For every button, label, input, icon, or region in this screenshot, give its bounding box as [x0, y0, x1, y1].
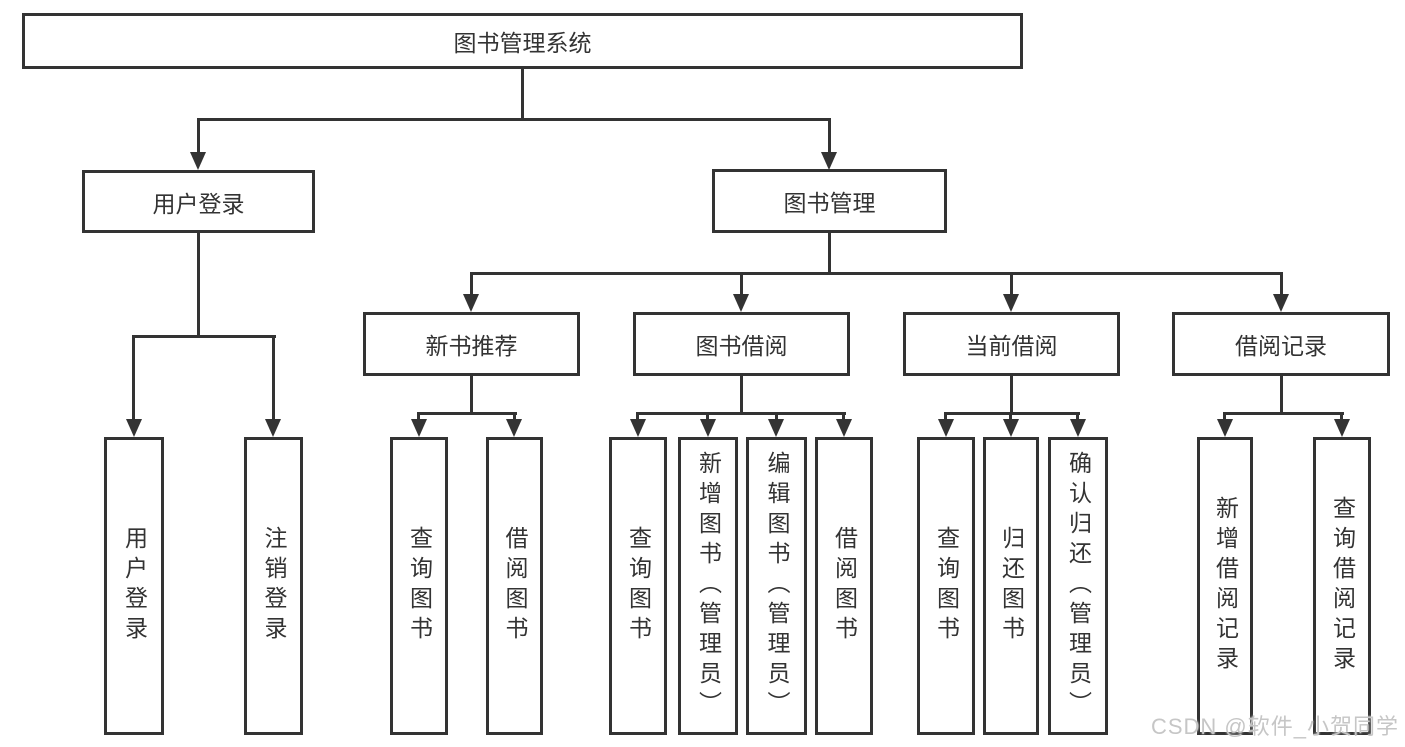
connector-line — [775, 412, 778, 422]
connector-line — [470, 272, 1282, 275]
node-label: 新增图书（管理员） — [695, 451, 722, 721]
arrow-down-icon — [733, 294, 749, 312]
connector-line — [1223, 412, 1344, 415]
arrow-down-icon — [1003, 419, 1019, 437]
arrow-down-icon — [411, 419, 427, 437]
connector-line — [1280, 272, 1283, 298]
connector-line — [740, 374, 743, 414]
leaf-query-books-recommend: 查询图书 — [390, 437, 448, 735]
connector-line — [197, 118, 831, 121]
node-label: 归还图书 — [998, 526, 1025, 646]
connector-line — [1280, 374, 1283, 414]
connector-line — [1340, 412, 1343, 422]
leaf-borrow-books-recommend: 借阅图书 — [486, 437, 543, 735]
arrow-down-icon — [938, 419, 954, 437]
arrow-down-icon — [126, 419, 142, 437]
node-label: 注销登录 — [261, 526, 287, 646]
connector-line — [842, 412, 845, 422]
arrow-down-icon — [700, 419, 716, 437]
connector-line — [706, 412, 709, 422]
connector-line — [1009, 412, 1012, 422]
node-label: 新增借阅记录 — [1212, 496, 1239, 676]
node-label: 新书推荐 — [425, 333, 518, 359]
leaf-user-login: 用户登录 — [104, 437, 164, 735]
node-label: 用户登录 — [152, 190, 245, 217]
connector-line — [944, 412, 947, 422]
node-label: 查询图书 — [933, 526, 960, 646]
leaf-query-borrow-record: 查询借阅记录 — [1313, 437, 1371, 735]
node-label: 查询图书 — [625, 526, 652, 646]
connector-line — [470, 374, 473, 414]
node-label: 借阅图书 — [831, 526, 858, 646]
connector-line — [828, 118, 831, 156]
leaf-add-borrow-record: 新增借阅记录 — [1197, 437, 1253, 735]
arrow-down-icon — [1217, 419, 1233, 437]
connector-line — [132, 335, 276, 338]
node-current-borrow: 当前借阅 — [903, 312, 1120, 376]
arrow-down-icon — [1003, 294, 1019, 312]
arrow-down-icon — [463, 294, 479, 312]
node-borrow-records: 借阅记录 — [1172, 312, 1390, 376]
connector-line — [513, 412, 516, 422]
connector-line — [197, 231, 200, 337]
leaf-edit-books-admin: 编辑图书（管理员） — [746, 437, 807, 735]
connector-line — [132, 335, 135, 421]
connector-line — [197, 118, 200, 156]
leaf-query-books-borrow: 查询图书 — [609, 437, 667, 735]
arrow-down-icon — [630, 419, 646, 437]
connector-line — [417, 412, 420, 422]
connector-line — [1010, 374, 1013, 414]
node-label: 借阅记录 — [1235, 333, 1327, 359]
connector-line — [417, 412, 517, 415]
node-label: 图书管理 — [783, 190, 876, 216]
connector-line — [521, 66, 524, 120]
node-book-borrow: 图书借阅 — [633, 312, 850, 376]
node-label: 借阅图书 — [502, 526, 528, 646]
arrow-down-icon — [821, 152, 837, 170]
connector-line — [470, 272, 473, 298]
node-root: 图书管理系统 — [22, 13, 1023, 69]
leaf-return-books: 归还图书 — [983, 437, 1039, 735]
node-book-management: 图书管理 — [712, 169, 947, 233]
node-label: 图书管理系统 — [453, 30, 592, 56]
node-label: 编辑图书（管理员） — [764, 451, 790, 721]
arrow-down-icon — [265, 419, 281, 437]
node-user-login: 用户登录 — [82, 170, 315, 233]
node-label: 查询图书 — [406, 526, 433, 646]
arrow-down-icon — [1273, 294, 1289, 312]
connector-line — [636, 412, 846, 415]
arrow-down-icon — [1070, 419, 1086, 437]
connector-line — [740, 272, 743, 298]
connector-line — [272, 335, 275, 421]
node-label: 确认归还（管理员） — [1065, 451, 1092, 721]
leaf-add-books-admin: 新增图书（管理员） — [678, 437, 738, 735]
node-label: 当前借阅 — [965, 333, 1058, 359]
connector-line — [828, 231, 831, 274]
leaf-confirm-return-admin: 确认归还（管理员） — [1048, 437, 1108, 735]
node-label: 用户登录 — [121, 526, 148, 646]
arrow-down-icon — [1334, 419, 1350, 437]
arrow-down-icon — [836, 419, 852, 437]
arrow-down-icon — [506, 419, 522, 437]
connector-line — [636, 412, 639, 422]
leaf-borrow-books: 借阅图书 — [815, 437, 873, 735]
connector-line — [1010, 272, 1013, 298]
node-label: 图书借阅 — [695, 333, 788, 359]
leaf-query-books-current: 查询图书 — [917, 437, 975, 735]
node-label: 查询借阅记录 — [1329, 496, 1356, 676]
arrow-down-icon — [768, 419, 784, 437]
node-new-book-recommend: 新书推荐 — [363, 312, 580, 376]
watermark: CSDN @软件_小贺同学 — [1150, 714, 1399, 739]
connector-line — [1076, 412, 1079, 422]
connector-line — [944, 412, 1080, 415]
arrow-down-icon — [190, 152, 206, 170]
connector-line — [1223, 412, 1226, 422]
leaf-logout: 注销登录 — [244, 437, 303, 735]
